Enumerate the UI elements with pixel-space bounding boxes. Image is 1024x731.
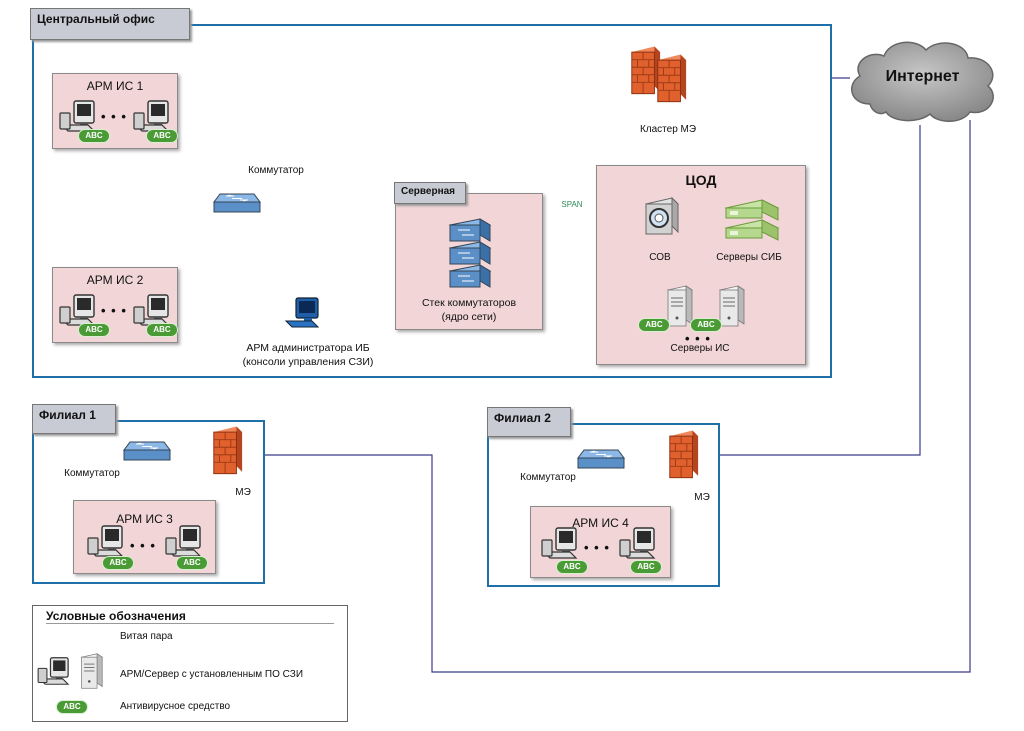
server-room-title: Серверная bbox=[401, 186, 456, 197]
branch2-firewall-icon bbox=[666, 428, 700, 482]
arm2-pc-right-icon bbox=[132, 293, 172, 327]
internet-label: Интернет bbox=[885, 68, 960, 85]
arm2-av-badge-left: ABC bbox=[78, 323, 110, 337]
arm-group-1-title: АРМ ИС 1 bbox=[86, 79, 144, 93]
firewall-cluster-label: Кластер МЭ bbox=[639, 124, 697, 135]
branch2-title: Филиал 2 bbox=[494, 411, 551, 425]
legend-divider bbox=[46, 622, 334, 624]
is-server-right-av-badge: ABC bbox=[690, 318, 722, 332]
legend-av-badge: ABC bbox=[56, 700, 88, 714]
legend-server-icon bbox=[78, 652, 104, 690]
branch2-fw-label: МЭ bbox=[694, 492, 710, 503]
ids-icon bbox=[642, 196, 682, 238]
branch1-firewall-icon bbox=[210, 424, 244, 478]
branch2-switch-label: Коммутатор bbox=[520, 472, 576, 483]
legend-workstation-server: АРМ/Сервер с установленным ПО СЗИ bbox=[120, 669, 304, 680]
central-office-tab: Центральный офис bbox=[30, 8, 190, 40]
internet-cloud-icon bbox=[850, 41, 994, 122]
is-servers-dots: • • • bbox=[685, 331, 711, 346]
arm1-av-badge-right: ABC bbox=[146, 129, 178, 143]
central-switch-icon bbox=[212, 186, 262, 216]
branch1-fw-label: МЭ bbox=[235, 487, 251, 498]
arm3-pc-left-icon bbox=[86, 524, 126, 558]
arm3-av-badge-right: ABC bbox=[176, 556, 208, 570]
branch1-switch-label: Коммутатор bbox=[64, 468, 120, 479]
ids-label: СОВ bbox=[649, 252, 671, 263]
central-office-title: Центральный офис bbox=[37, 12, 155, 26]
admin-label-line2: (консоли управления СЗИ) bbox=[242, 356, 374, 368]
arm4-av-badge-right: ABC bbox=[630, 560, 662, 574]
link-internet-branch2 bbox=[712, 125, 921, 456]
arm1-pc-left-icon bbox=[58, 99, 98, 133]
firewall-cluster-icon-2 bbox=[654, 52, 688, 106]
arm1-av-badge-left: ABC bbox=[78, 129, 110, 143]
is-server-right-icon bbox=[716, 284, 746, 328]
arm2-dots: • • • bbox=[101, 303, 127, 318]
arm3-pc-right-icon bbox=[164, 524, 204, 558]
link-internet-branch1 bbox=[265, 120, 971, 673]
is-servers-label: Серверы ИС bbox=[670, 343, 730, 354]
branch1-tab: Филиал 1 bbox=[32, 404, 116, 434]
arm2-pc-left-icon bbox=[58, 293, 98, 327]
arm-group-4-title: АРМ ИС 4 bbox=[572, 516, 629, 530]
arm4-pc-left-icon bbox=[540, 526, 580, 560]
core-stack-unit-3-icon bbox=[446, 263, 492, 293]
core-stack-label-2: (ядро сети) bbox=[441, 311, 497, 323]
data-center-title: ЦОД bbox=[685, 172, 717, 188]
arm-group-3-title: АРМ ИС 3 bbox=[116, 512, 173, 526]
admin-workstation-icon bbox=[282, 296, 322, 330]
arm1-pc-right-icon bbox=[132, 99, 172, 133]
core-stack-label-1: Стек коммутаторов bbox=[421, 297, 517, 309]
branch1-title: Филиал 1 bbox=[39, 408, 96, 422]
sib-servers-icon bbox=[722, 196, 782, 248]
central-switch-label: Коммутатор bbox=[248, 165, 304, 176]
arm2-av-badge-right: ABC bbox=[146, 323, 178, 337]
legend-antivirus: Антивирусное средство bbox=[120, 701, 231, 712]
legend-workstation-icon bbox=[36, 656, 72, 686]
arm1-dots: • • • bbox=[101, 109, 127, 124]
arm-group-2-title: АРМ ИС 2 bbox=[86, 273, 144, 287]
arm4-dots: • • • bbox=[584, 540, 610, 555]
arm3-dots: • • • bbox=[130, 538, 156, 553]
core-stack-unit-1-icon bbox=[446, 217, 492, 247]
legend-twisted-pair: Витая пара bbox=[120, 631, 173, 642]
admin-label-line1: АРМ администратора ИБ bbox=[246, 342, 370, 354]
server-room-tab: Серверная bbox=[394, 182, 466, 204]
branch1-switch-icon bbox=[122, 434, 172, 464]
core-stack-unit-2-icon bbox=[446, 240, 492, 270]
arm4-av-badge-left: ABC bbox=[556, 560, 588, 574]
branch2-tab: Филиал 2 bbox=[487, 407, 571, 437]
arm4-pc-right-icon bbox=[618, 526, 658, 560]
is-server-left-av-badge: ABC bbox=[638, 318, 670, 332]
is-server-left-icon bbox=[664, 284, 694, 328]
arm3-av-badge-left: ABC bbox=[102, 556, 134, 570]
sib-servers-label: Серверы СИБ bbox=[716, 252, 782, 263]
legend-title: Условные обозначения bbox=[46, 609, 186, 623]
branch2-switch-icon bbox=[576, 442, 626, 472]
span-label: SPAN bbox=[561, 200, 583, 209]
